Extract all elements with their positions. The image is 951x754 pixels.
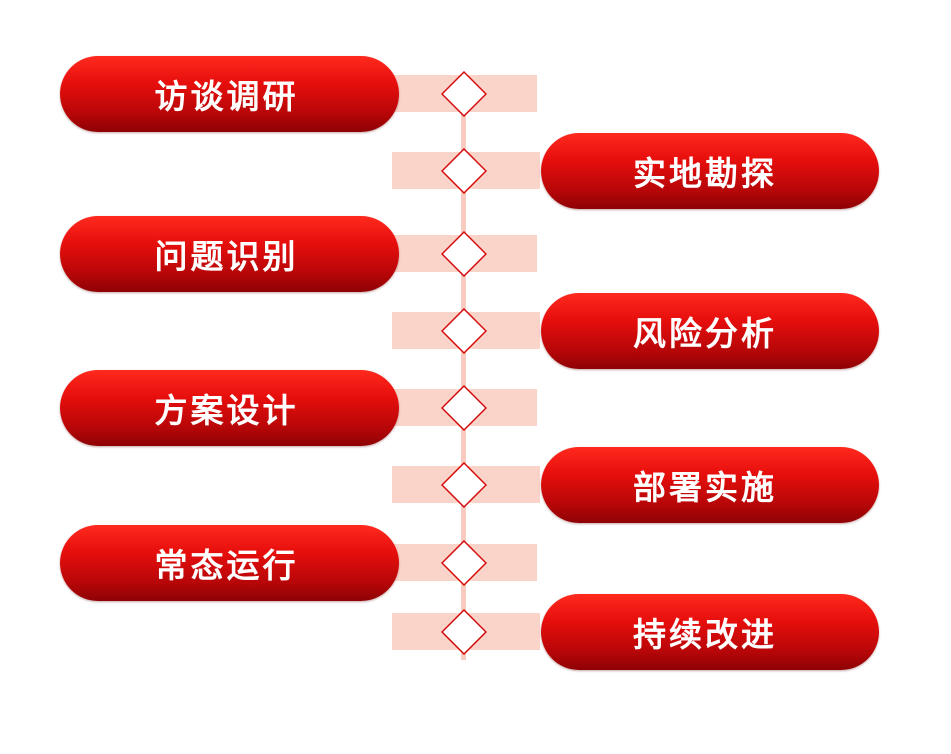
timeline-spine [461, 95, 466, 660]
step-5-pill: 方案设计 [60, 370, 399, 446]
step-3-diamond-icon [441, 231, 487, 277]
step-7-label: 常态运行 [154, 546, 299, 585]
step-3-label: 问题识别 [154, 237, 299, 276]
step-8-pill: 持续改进 [541, 594, 879, 670]
step-2-pill: 实地勘探 [541, 133, 879, 209]
step-4-diamond-icon [441, 308, 487, 354]
step-8-diamond-icon [441, 609, 487, 655]
step-5-label: 方案设计 [154, 391, 299, 430]
step-1-diamond-icon [441, 71, 487, 117]
step-2-diamond-icon [441, 148, 487, 194]
step-4-label: 风险分析 [633, 314, 777, 353]
step-1-label: 访谈调研 [154, 77, 299, 116]
step-5-diamond-icon [441, 385, 487, 431]
step-6-pill: 部署实施 [541, 447, 879, 523]
step-6-label: 部署实施 [633, 468, 777, 507]
step-3-pill: 问题识别 [60, 216, 399, 292]
step-7-diamond-icon [441, 540, 487, 586]
step-7-pill: 常态运行 [60, 525, 399, 601]
step-1-pill: 访谈调研 [60, 56, 399, 132]
step-6-diamond-icon [441, 462, 487, 508]
step-4-pill: 风险分析 [541, 293, 879, 369]
step-8-label: 持续改进 [633, 615, 777, 654]
step-2-label: 实地勘探 [633, 154, 777, 193]
